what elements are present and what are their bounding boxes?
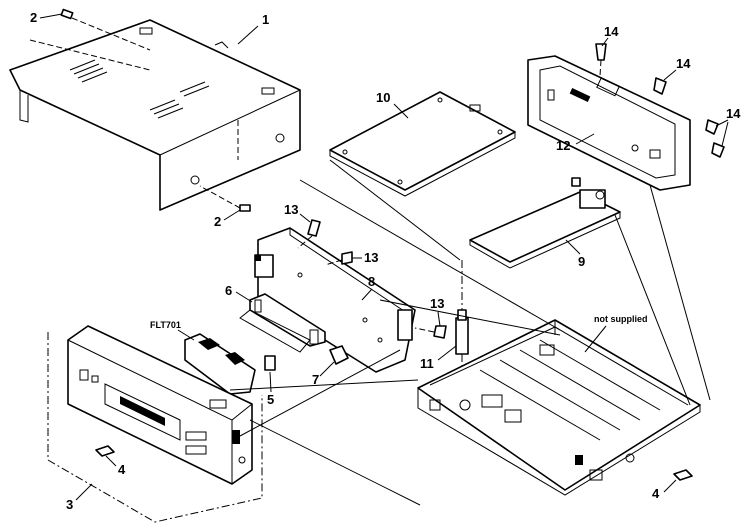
label-6: 6 xyxy=(225,283,232,298)
screw-part-14-c xyxy=(705,119,719,135)
label-11: 11 xyxy=(420,356,434,371)
label-7: 7 xyxy=(312,372,319,387)
label-14-a: 14 xyxy=(604,24,619,39)
board-part-9 xyxy=(469,177,621,269)
label-12: 12 xyxy=(556,138,570,153)
label-8: 8 xyxy=(368,274,375,289)
board-part-10 xyxy=(329,91,516,197)
display-flt701 xyxy=(184,333,256,395)
chassis-slots xyxy=(479,339,661,441)
label-4-left: 4 xyxy=(118,462,126,477)
label-3: 3 xyxy=(66,497,73,512)
screw-part-13-a xyxy=(297,219,321,249)
label-2-side: 2 xyxy=(214,214,221,229)
label-5: 5 xyxy=(267,392,274,407)
board-part-8 xyxy=(254,227,416,373)
assembly-outline-part-3 xyxy=(47,332,263,523)
label-10: 10 xyxy=(376,90,390,105)
label-flt701: FLT701 xyxy=(150,320,181,330)
pad-part-5 xyxy=(264,355,276,371)
front-panel-part-3 xyxy=(67,325,253,485)
foot-part-4-right xyxy=(673,469,693,481)
screw-part-14-d xyxy=(711,142,725,158)
cover-vent-slots xyxy=(69,59,210,119)
screw-part-14-b xyxy=(653,77,667,95)
screw-part-13-c xyxy=(414,325,447,339)
connector-part-6 xyxy=(239,293,326,353)
screw-part-13-b xyxy=(324,251,353,266)
label-1: 1 xyxy=(262,12,269,27)
assembly-leader-lines xyxy=(29,39,711,506)
screw-part-2-side xyxy=(199,185,251,212)
screw-part-2-top xyxy=(60,8,151,51)
label-14-c: 14 xyxy=(726,106,741,121)
screw-part-14-a xyxy=(595,43,607,77)
foot-part-4-left xyxy=(95,445,115,457)
rear-panel-part-12 xyxy=(527,55,691,191)
clip-part-7 xyxy=(329,345,349,365)
label-13-a: 13 xyxy=(284,202,298,217)
part-labels: 1 2 2 3 4 4 5 6 7 8 9 10 11 12 13 13 13 xyxy=(30,10,741,512)
label-4-right: 4 xyxy=(652,486,660,501)
label-14-b: 14 xyxy=(676,56,691,71)
label-13-c: 13 xyxy=(430,296,444,311)
label-9: 9 xyxy=(578,254,585,269)
label-2-top: 2 xyxy=(30,10,37,25)
top-cover-part-1 xyxy=(9,19,301,211)
label-not-supplied: not supplied xyxy=(594,314,648,324)
label-13-b: 13 xyxy=(364,250,378,265)
